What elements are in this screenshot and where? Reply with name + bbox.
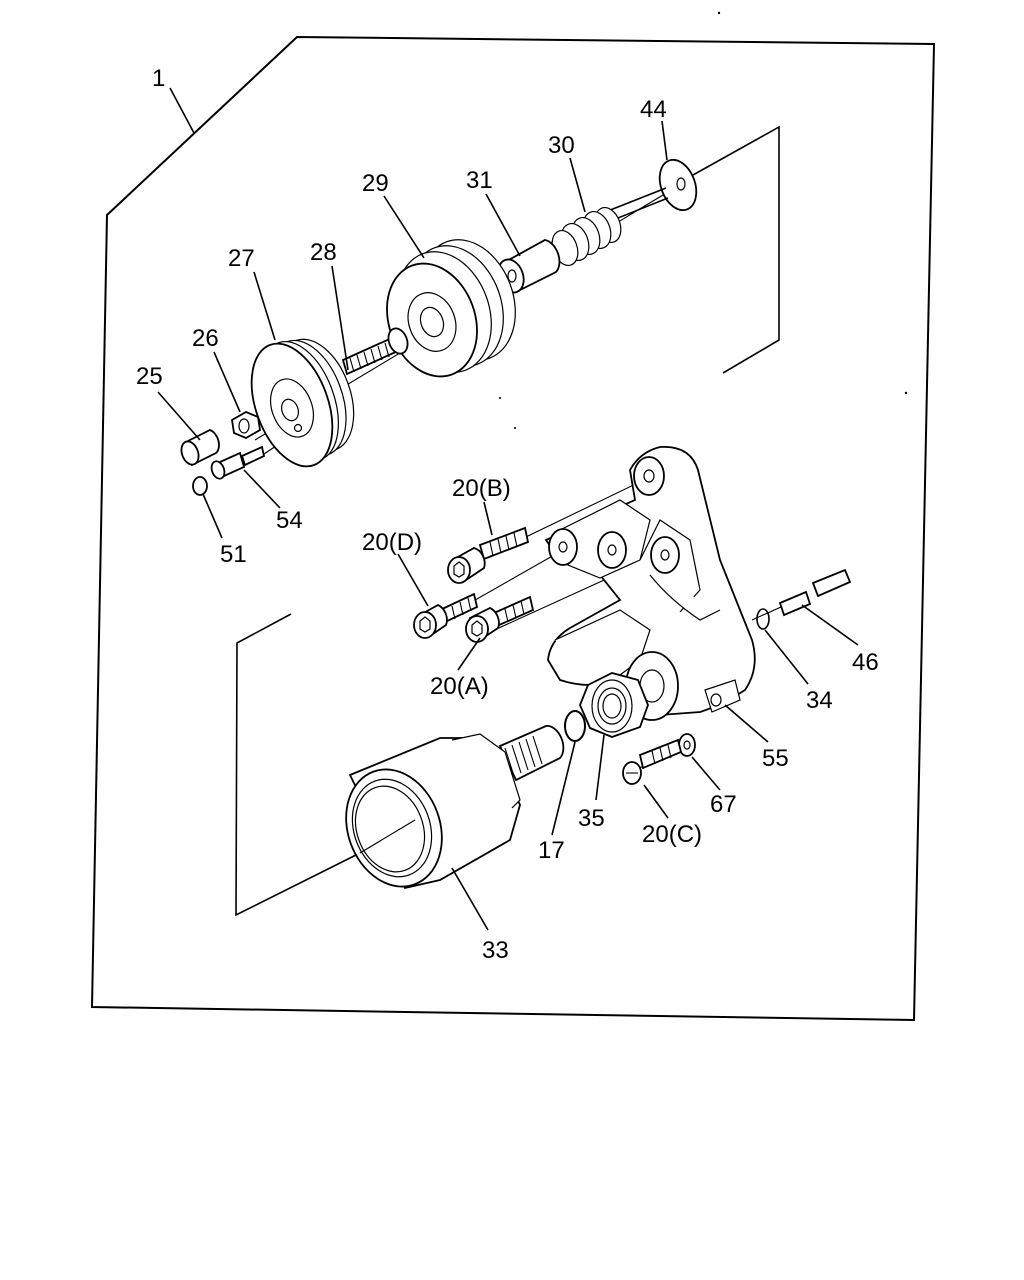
- stray-mark: [717, 11, 721, 15]
- leader-20a: [457, 637, 481, 671]
- stray-mark: [904, 391, 908, 395]
- label-44: 44: [640, 96, 667, 123]
- leader-34: [764, 629, 809, 685]
- part-33-housing: [345, 725, 565, 890]
- leader-33: [451, 867, 489, 931]
- leader-46: [801, 604, 859, 646]
- label-54: 54: [276, 507, 303, 534]
- part-28-stud: [341, 327, 409, 376]
- leader-55: [724, 704, 769, 743]
- part-67-washer: [678, 733, 696, 757]
- part-44-washer: [658, 158, 698, 212]
- leader-1: [169, 87, 195, 134]
- stray-mark: [499, 397, 501, 399]
- label-20a: 20(A): [430, 673, 489, 700]
- leader-54: [243, 469, 281, 509]
- leader-30: [569, 157, 586, 213]
- label-35: 35: [578, 805, 605, 832]
- leader-51: [202, 493, 223, 539]
- leader-67: [691, 756, 721, 791]
- upper-subassembly-bracket: [692, 125, 780, 374]
- part-46-pins: [778, 568, 852, 617]
- label-28: 28: [310, 239, 337, 266]
- lower-subassembly-bracket: [235, 613, 361, 917]
- part-20c-bolt: [622, 738, 683, 785]
- label-34: 34: [806, 687, 833, 714]
- part-17-o-ring: [564, 710, 586, 742]
- leader-28: [331, 265, 349, 371]
- leader-26: [213, 351, 241, 413]
- label-17: 17: [538, 837, 565, 864]
- part-27-pulley: [250, 338, 355, 468]
- leader-44: [661, 120, 668, 161]
- label-20c: 20(C): [642, 821, 702, 848]
- leader-20b: [483, 501, 493, 536]
- part-20d-bolt: [413, 592, 479, 639]
- label-25: 25: [136, 363, 163, 390]
- label-67: 67: [710, 791, 737, 818]
- leader-25: [157, 391, 201, 441]
- label-20d: 20(D): [362, 529, 422, 556]
- part-51-pin: [192, 476, 208, 496]
- label-33: 33: [482, 937, 509, 964]
- leader-29: [383, 195, 425, 259]
- label-27: 27: [228, 245, 255, 272]
- part-25-cap: [180, 429, 220, 467]
- part-30-spring: [551, 187, 669, 267]
- label-46: 46: [852, 649, 879, 676]
- leader-27: [253, 271, 276, 341]
- label-1: 1: [152, 65, 165, 92]
- part-20a-bolt: [465, 595, 535, 643]
- label-51: 51: [220, 541, 247, 568]
- label-20b: 20(B): [452, 475, 511, 502]
- leader-35: [595, 734, 605, 801]
- housing-axis: [359, 819, 416, 854]
- leader-17: [551, 741, 576, 836]
- part-35-nut: [579, 672, 649, 738]
- leader-31: [485, 193, 521, 257]
- leader-20c: [643, 784, 669, 819]
- label-26: 26: [192, 325, 219, 352]
- label-30: 30: [548, 132, 575, 159]
- stray-mark: [514, 427, 516, 429]
- part-26-nut: [231, 410, 261, 440]
- assembly-frame: [90, 35, 936, 1022]
- part-20b-bolt: [447, 526, 530, 584]
- label-31: 31: [466, 167, 493, 194]
- leader-20d: [397, 553, 429, 607]
- label-29: 29: [362, 170, 389, 197]
- bracket-body: [544, 446, 756, 721]
- part-29-pulley: [386, 239, 516, 378]
- part-34-snap-ring: [756, 608, 770, 630]
- label-55: 55: [762, 745, 789, 772]
- part-54-bolt: [210, 445, 266, 480]
